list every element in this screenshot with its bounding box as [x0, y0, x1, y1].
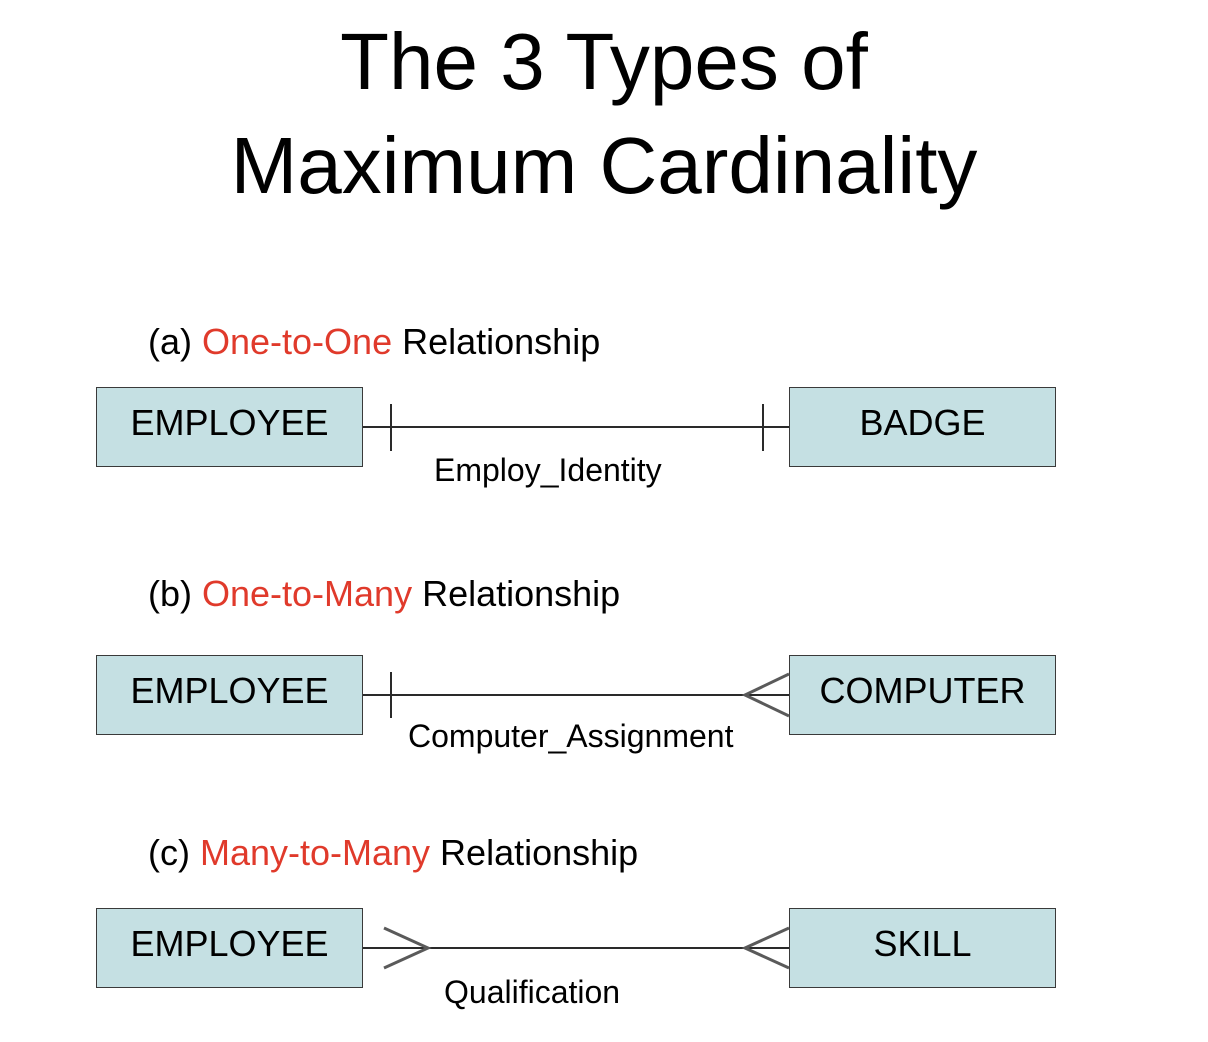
slide-title: The 3 Types of Maximum Cardinality	[0, 10, 1208, 218]
caption-type: One-to-Many	[202, 573, 413, 614]
caption-prefix: (a)	[148, 321, 202, 362]
crow-foot-right	[741, 926, 790, 970]
caption-type: Many-to-Many	[199, 832, 431, 873]
entity-computer: COMPUTER	[789, 655, 1056, 735]
entity-employee: EMPLOYEE	[96, 387, 363, 467]
crow-foot-right	[741, 672, 790, 718]
caption-prefix: (c)	[148, 832, 200, 873]
crow-foot-left	[383, 926, 432, 970]
relationship-label: Employ_Identity	[434, 452, 662, 488]
caption-many-to-many: (c) Many-to-Many Relationship	[148, 833, 638, 873]
relationship-label: Qualification	[444, 974, 621, 1010]
entity-badge: BADGE	[789, 387, 1056, 467]
caption-suffix: Relationship	[430, 832, 639, 873]
title-line-1: The 3 Types of	[340, 17, 868, 106]
entity-employee: EMPLOYEE	[96, 655, 363, 735]
caption-one-to-many: (b) One-to-Many Relationship	[148, 574, 620, 614]
entity-employee: EMPLOYEE	[96, 908, 363, 988]
relationship-label: Computer_Assignment	[408, 718, 734, 754]
entity-skill: SKILL	[789, 908, 1056, 988]
caption-one-to-one: (a) One-to-One Relationship	[148, 322, 600, 362]
caption-suffix: Relationship	[412, 573, 621, 614]
caption-suffix: Relationship	[392, 321, 601, 362]
title-line-2: Maximum Cardinality	[230, 121, 978, 210]
caption-type: One-to-One	[202, 321, 393, 362]
caption-prefix: (b)	[148, 573, 202, 614]
